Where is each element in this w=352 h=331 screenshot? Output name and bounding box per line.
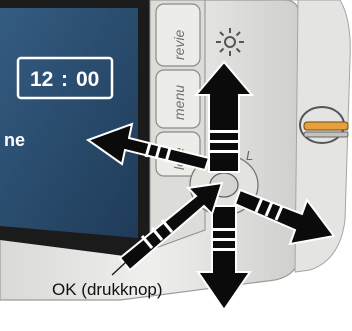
review-button[interactable]: revie <box>156 4 200 66</box>
screen-partial-word: ne <box>4 130 25 150</box>
partial-glyph: L <box>246 148 253 163</box>
ok-callout-label: OK (drukknop) <box>52 280 163 300</box>
time-hours: 12 <box>30 68 53 91</box>
time-minutes: 00 <box>76 68 99 91</box>
menu-button[interactable]: menu <box>156 70 200 128</box>
review-label: revie <box>171 29 187 60</box>
time-separator: : <box>61 68 68 91</box>
menu-label: menu <box>171 85 187 120</box>
